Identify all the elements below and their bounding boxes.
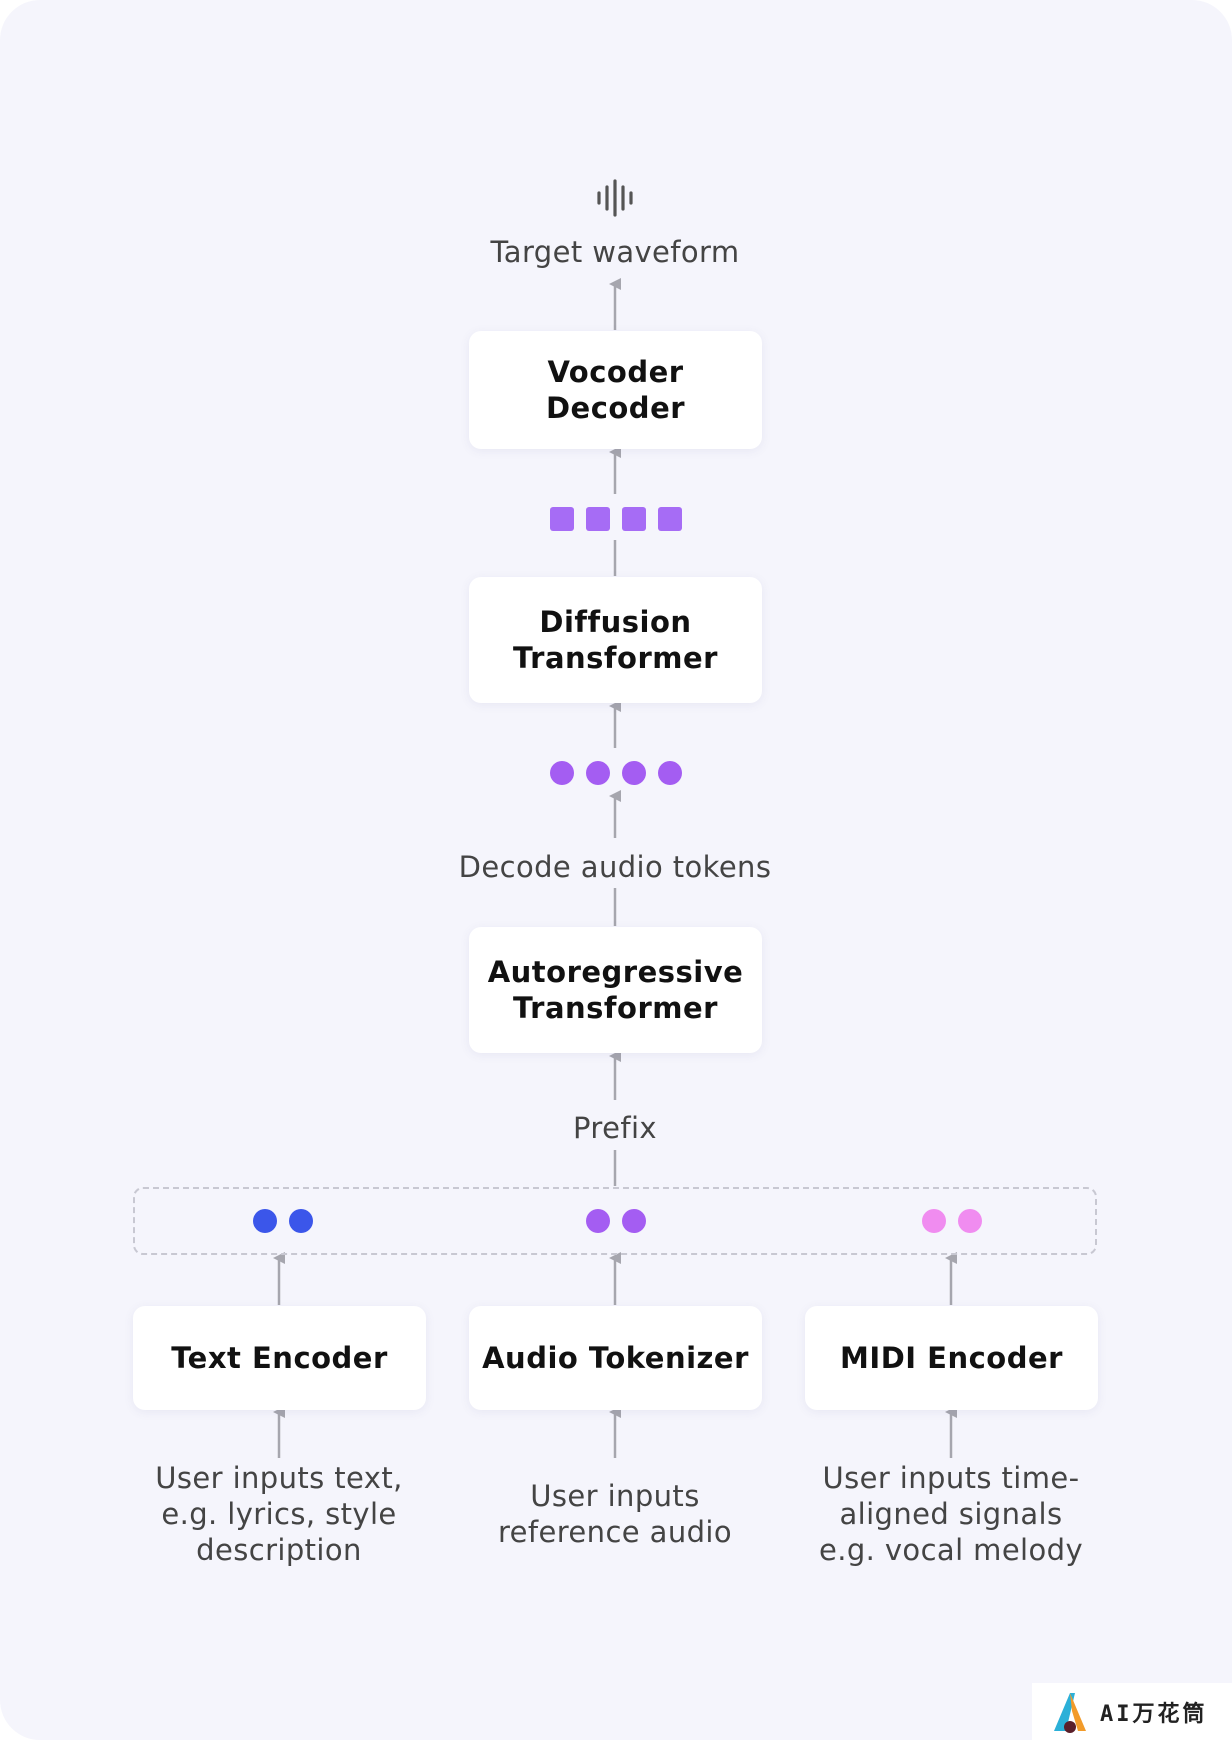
- midi-input-description: User inputs time- aligned signals e.g. v…: [818, 1461, 1084, 1567]
- latent-square: [586, 507, 610, 531]
- target-waveform-label: Target waveform: [490, 235, 740, 269]
- text-token-dot: [289, 1209, 313, 1233]
- autoregressive-transformer-box: Autoregressive Transformer: [469, 927, 762, 1053]
- text-input-description: User inputs text, e.g. lyrics, style des…: [155, 1461, 403, 1567]
- watermark: AI万花筒: [1032, 1683, 1232, 1740]
- waveform-icon: [597, 179, 633, 217]
- latent-square: [658, 507, 682, 531]
- audio-token-dot: [550, 761, 574, 785]
- text-token-dot: [253, 1209, 277, 1233]
- midi-token-dot: [958, 1209, 982, 1233]
- audio-token-dot: [658, 761, 682, 785]
- diffusion-transformer-box: Diffusion Transformer: [469, 577, 762, 703]
- audio-token-dot: [622, 761, 646, 785]
- watermark-logo-icon: [1054, 1692, 1086, 1733]
- audio-token-dot: [586, 761, 610, 785]
- watermark-text: AI万花筒: [1100, 1701, 1208, 1727]
- midi-encoder-box: MIDI Encoder: [805, 1306, 1098, 1410]
- prefix-label: Prefix: [573, 1111, 657, 1145]
- decode-audio-tokens-label: Decode audio tokens: [458, 850, 772, 884]
- prefix-token-group: [133, 1187, 1097, 1255]
- audio-ref-token-dot: [586, 1209, 610, 1233]
- audio-tokenizer-box: Audio Tokenizer: [469, 1306, 762, 1410]
- vocoder-decoder-box: Vocoder Decoder: [469, 331, 762, 449]
- audio-input-description: User inputs reference audio: [497, 1479, 733, 1549]
- latent-square: [550, 507, 574, 531]
- text-encoder-box: Text Encoder: [133, 1306, 426, 1410]
- latent-square: [622, 507, 646, 531]
- audio-ref-token-dot: [622, 1209, 646, 1233]
- midi-token-dot: [922, 1209, 946, 1233]
